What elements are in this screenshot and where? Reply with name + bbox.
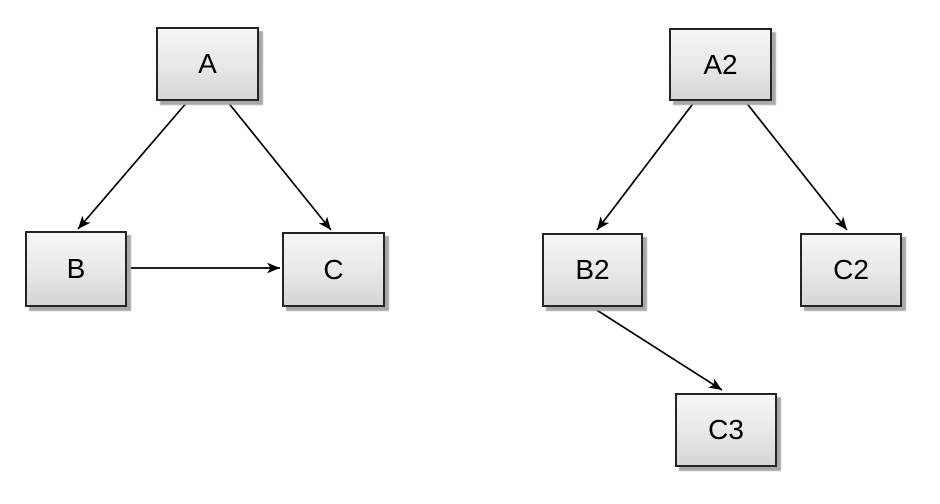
edge-A-C[interactable] xyxy=(226,100,332,231)
node-label: B xyxy=(66,253,86,284)
edge-A-B[interactable] xyxy=(77,100,189,230)
edge-B2-C3[interactable] xyxy=(591,306,723,391)
node-C[interactable]: C xyxy=(282,232,385,307)
node-label: C3 xyxy=(708,414,744,445)
node-label: A2 xyxy=(703,48,738,80)
node-B2[interactable]: B2 xyxy=(542,233,643,307)
node-label: B2 xyxy=(575,254,610,285)
node-label: C2 xyxy=(833,254,869,285)
edge-A2-B2[interactable] xyxy=(596,100,696,231)
node-B[interactable]: B xyxy=(25,231,127,307)
node-A[interactable]: A xyxy=(156,27,259,101)
node-A2[interactable]: A2 xyxy=(669,28,772,101)
node-C3[interactable]: C3 xyxy=(675,393,777,467)
node-C2[interactable]: C2 xyxy=(800,233,902,307)
node-label: A xyxy=(198,48,217,79)
node-label: C xyxy=(323,253,344,285)
edge-A2-C2[interactable] xyxy=(744,100,848,231)
